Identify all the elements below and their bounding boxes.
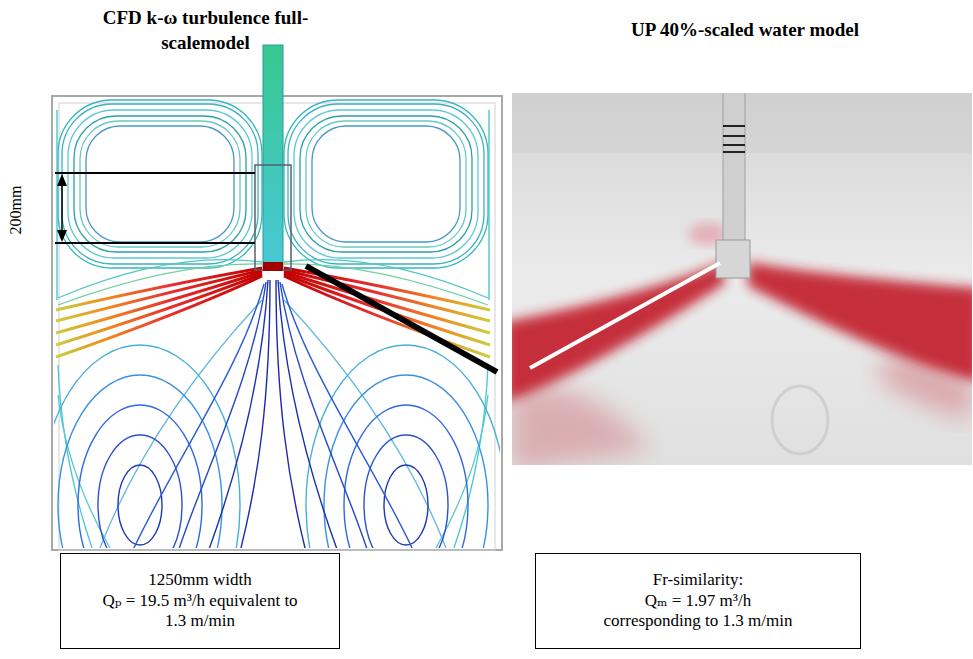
figure-part — [56, 276, 262, 357]
figure-part — [240, 280, 270, 548]
dye-jet-left — [512, 262, 724, 402]
figure-part — [56, 110, 57, 300]
dimension-200mm — [55, 173, 255, 243]
streamline-half-mirror — [276, 100, 500, 548]
dimension-label: 200mm — [7, 186, 25, 235]
cfd-figure — [40, 45, 506, 659]
box-text: Qₘ = 1.97 m³/h corresponding to 1.3 m/mi… — [598, 591, 798, 632]
figure-part — [57, 174, 67, 186]
figure-part — [512, 93, 972, 465]
figure-part — [62, 104, 258, 264]
model-nozzle — [716, 240, 750, 278]
nozzle-outlet — [263, 262, 283, 271]
figure-part — [74, 116, 246, 252]
figure-part — [58, 395, 110, 548]
figure-part — [78, 405, 202, 548]
figure-part — [100, 300, 262, 548]
figure-part — [56, 274, 262, 345]
figure-part — [55, 172, 255, 174]
figure-part — [61, 182, 63, 234]
figure-part — [86, 126, 234, 242]
dye-faint — [512, 387, 650, 465]
tank-sticker — [772, 386, 828, 454]
box-text: Fr-similarity: — [653, 570, 743, 590]
figure-part — [178, 282, 266, 548]
figure-part — [68, 110, 252, 258]
pipe-mark — [723, 144, 745, 146]
column-heading: UP 40%-scaled water model — [580, 18, 910, 43]
jet-angle-line — [530, 263, 720, 368]
jet-streamlines — [56, 268, 262, 357]
pipe-mark — [723, 135, 745, 137]
box-text: 1250mm width — [148, 570, 251, 590]
condition-box: 1250mm widthQₚ = 19.5 m³/h equivalent to… — [60, 553, 340, 649]
pipe-mark — [723, 151, 745, 153]
column-heading: CFD k-ω turbulence full-scalemodel — [98, 6, 313, 55]
nozzle — [255, 165, 291, 270]
figure-part — [58, 365, 92, 548]
dye-jet-right — [748, 262, 972, 382]
streamline-half — [54, 100, 270, 548]
condition-box: Fr-similarity:Qₘ = 1.97 m³/h correspondi… — [535, 553, 861, 649]
model-pipe — [723, 93, 745, 244]
pipe-mark — [723, 125, 745, 127]
lower-vortex — [54, 280, 270, 548]
figure-part — [98, 435, 182, 548]
figure-part — [58, 375, 222, 548]
inlet-pipe — [263, 45, 283, 270]
water-model-photo — [505, 88, 973, 470]
figure-part — [54, 345, 240, 548]
figure-part — [56, 270, 262, 321]
figure-part — [56, 272, 262, 333]
figure-part — [55, 242, 255, 244]
box-text: Qₚ = 19.5 m³/h equivalent to 1.3 m/min — [95, 591, 305, 632]
figure-part — [80, 121, 240, 247]
figure-part — [57, 230, 67, 242]
jet-angle-line — [306, 266, 497, 372]
